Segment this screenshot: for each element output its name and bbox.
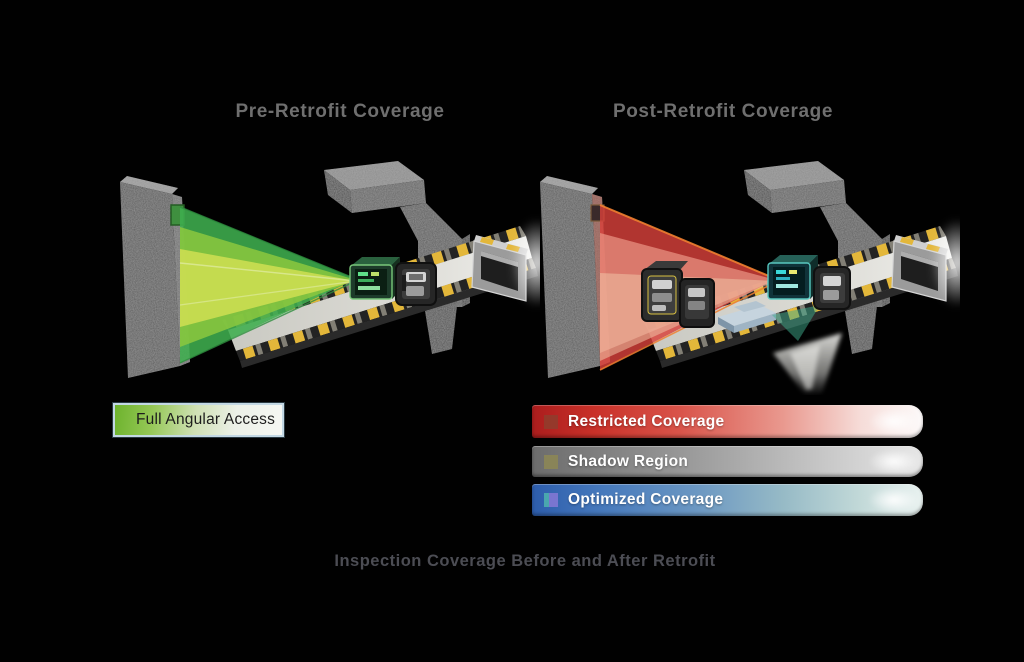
- hazard-stripe-front: [236, 258, 536, 361]
- legend-label: Full Angular Access: [136, 411, 276, 428]
- tunnel-opening: [471, 235, 528, 302]
- full-access-cone: [179, 206, 357, 364]
- red-square-icon: [544, 414, 558, 429]
- post-retrofit-title: Post-Retrofit Coverage: [612, 101, 834, 122]
- legend-label: Optimized Coverage: [568, 491, 724, 508]
- gantry-column-base: [424, 297, 458, 354]
- camera-device: [679, 278, 715, 328]
- legend-label: Restricted Coverage: [568, 412, 725, 430]
- camera-device: [813, 266, 851, 310]
- legend-restricted-coverage: Restricted Coverage: [532, 405, 923, 438]
- legend-shadow-region: Shadow Region: [532, 446, 923, 477]
- gantry-column-base: [844, 297, 878, 354]
- scanner-device: [349, 257, 400, 300]
- legend-label: Shadow Region: [568, 452, 689, 470]
- legend-full-angular-access: Full Angular Access: [113, 403, 284, 437]
- purple-teal-square-icon: [544, 493, 558, 507]
- olive-square-icon: [544, 454, 558, 469]
- belt-glow: [931, 219, 960, 307]
- pre-retrofit-illustration: [120, 161, 540, 378]
- figure-caption: Inspection Coverage Before and After Ret…: [334, 552, 716, 570]
- camera-device: [641, 261, 688, 322]
- shadow-cone: [773, 333, 842, 395]
- optimized-scanner-device: [767, 255, 820, 341]
- belt-side-face: [240, 268, 538, 368]
- camera-device: [395, 262, 437, 306]
- post-retrofit-illustration: [540, 161, 960, 395]
- pre-retrofit-title: Pre-Retrofit Coverage: [235, 101, 445, 122]
- belt-glow: [511, 219, 540, 307]
- legend-optimized-coverage: Optimized Coverage: [532, 484, 923, 516]
- tray-device: [718, 301, 776, 333]
